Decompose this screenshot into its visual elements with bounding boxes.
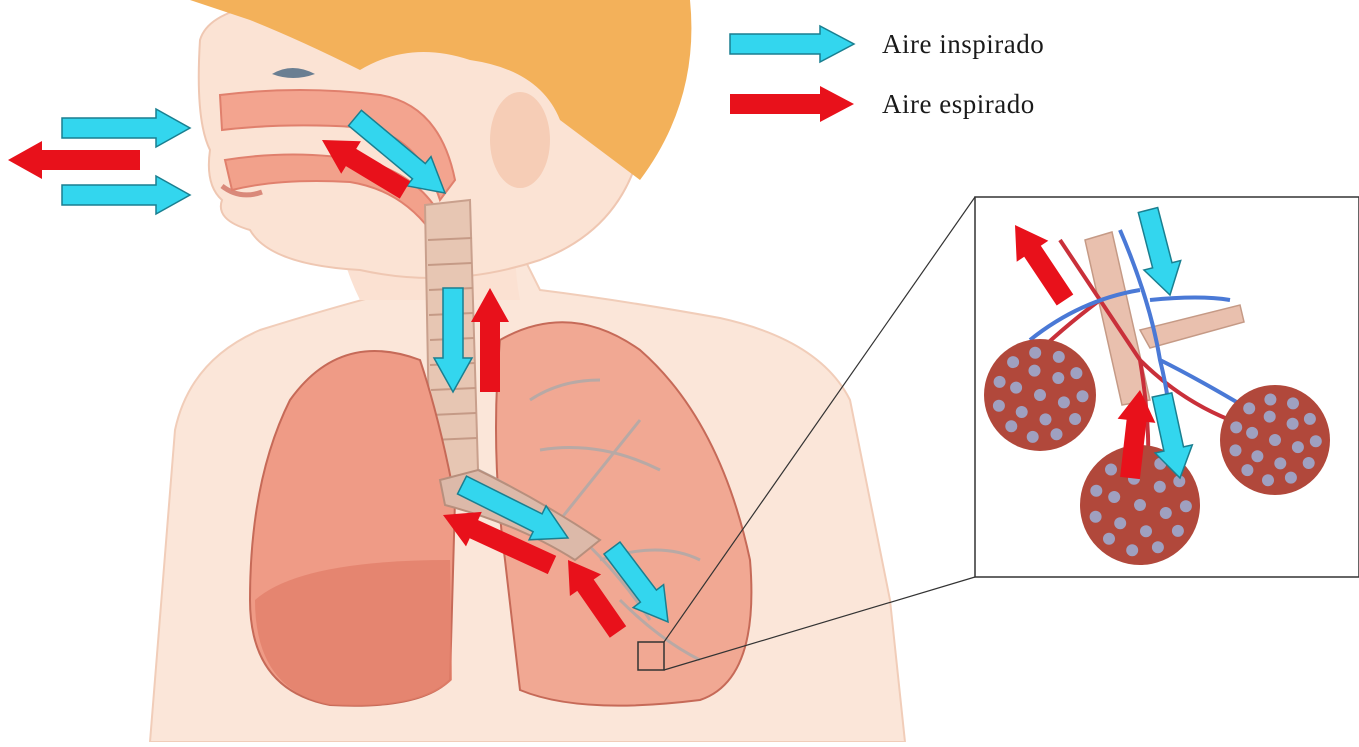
alveolus [1153, 480, 1167, 494]
alveolus [1039, 412, 1053, 426]
legend-label-inspired: Aire inspirado [882, 29, 1044, 60]
alveolus [1026, 430, 1040, 444]
legend-item-inspired: Aire inspirado [728, 22, 1044, 66]
alveolus [993, 375, 1007, 389]
ear [490, 92, 550, 188]
alveolus [1113, 516, 1127, 530]
alveolus [1268, 433, 1282, 447]
expired-arrow-face [8, 141, 140, 179]
alveolus [1240, 463, 1254, 477]
alveolus [1006, 355, 1020, 369]
alveolus [1309, 434, 1323, 448]
alveolus [1052, 350, 1066, 364]
alveolus [1125, 543, 1139, 557]
inspired-arrow-mouth [62, 176, 190, 214]
inspired-arrow-nose-upper [62, 109, 190, 147]
alveolus [1051, 371, 1065, 385]
alveolus [1004, 419, 1018, 433]
alveolus [1102, 532, 1116, 546]
alveolus [992, 399, 1006, 413]
alveolus [1069, 366, 1083, 380]
alveolus [1302, 456, 1316, 470]
alveolus [1050, 427, 1064, 441]
alveolus [1033, 388, 1047, 402]
alveolus [1057, 395, 1071, 409]
legend-item-expired: Aire espirado [728, 82, 1044, 126]
legend-label-expired: Aire espirado [882, 89, 1035, 120]
alveolus [1263, 393, 1277, 407]
alveolus [1068, 412, 1082, 426]
alveolus [1284, 471, 1298, 485]
alveolus [1261, 473, 1275, 487]
legend: Aire inspirado Aire espirado [728, 22, 1044, 142]
alveolus [1159, 506, 1173, 520]
alveolus [1139, 524, 1153, 538]
alveolus [1028, 364, 1042, 378]
alveolus [1229, 420, 1243, 434]
alveolus [1291, 440, 1305, 454]
alveolus [1171, 524, 1185, 538]
alveolus [1015, 405, 1029, 419]
cyan-arrow-icon [728, 24, 856, 64]
alveolus [1089, 484, 1103, 498]
alveolus [1273, 456, 1287, 470]
alveolus [1009, 381, 1023, 395]
alveolus [1229, 443, 1243, 457]
alveolus [1245, 426, 1259, 440]
alveolus [1133, 498, 1147, 512]
alveolus [1303, 412, 1317, 426]
alveolus [1263, 410, 1277, 424]
alveolus [1076, 389, 1090, 403]
red-arrow-icon [728, 84, 856, 124]
alveolus [1250, 449, 1264, 463]
alveolus [1107, 490, 1121, 504]
alveolus [1286, 396, 1300, 410]
alveolus [1089, 510, 1103, 524]
alveolus [1028, 346, 1042, 360]
alveolus [1179, 499, 1193, 513]
alveolus [1286, 417, 1300, 431]
alveolus [1242, 401, 1256, 415]
alveolus [1104, 463, 1118, 477]
alveolus [1151, 540, 1165, 554]
